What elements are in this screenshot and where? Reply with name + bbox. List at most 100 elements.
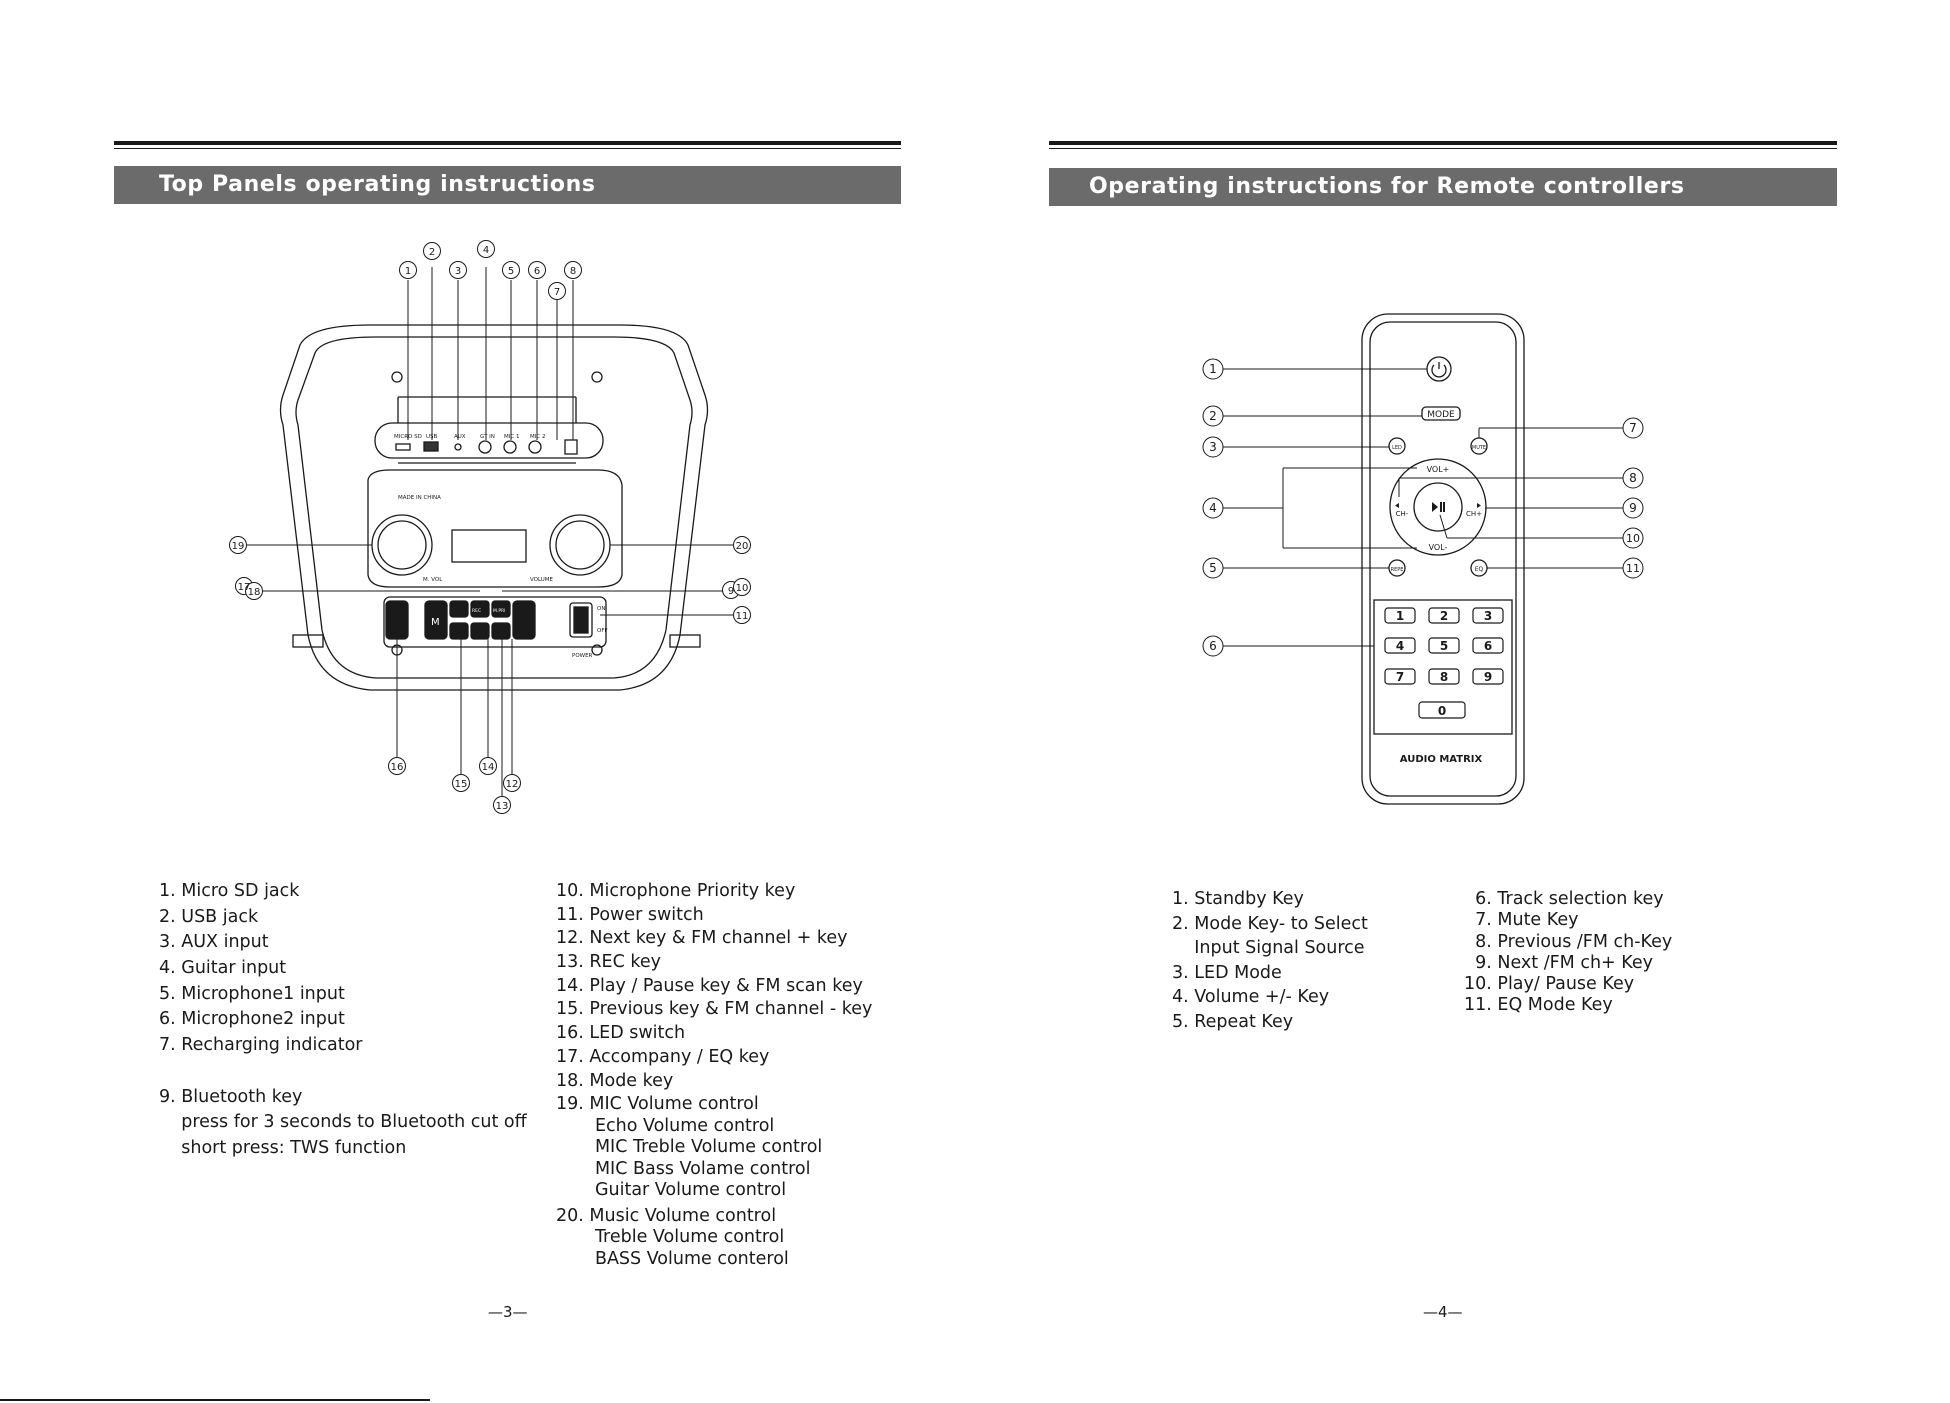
callout-3: 3: [455, 266, 461, 277]
section-title: Top Panels operating instructions: [159, 172, 596, 197]
callout-7: 7: [554, 287, 560, 298]
remote-callout-3: 3: [1209, 440, 1217, 454]
legend-item: 13. REC key: [556, 952, 662, 973]
legend-item: 9. Next /FM ch+ Key: [1464, 952, 1654, 973]
legend-item: 2. Mode Key- to Select: [1172, 913, 1368, 934]
callout-16: 16: [391, 762, 404, 773]
legend-subitem: Treble Volume control: [556, 1227, 785, 1248]
remote-callout-1: 1: [1209, 362, 1217, 376]
on-label: ON: [597, 606, 605, 612]
legend-item: 15. Previous key & FM channel - key: [556, 999, 873, 1020]
remote-callout-5: 5: [1209, 561, 1217, 575]
remote-brand-logo: AUDIO MATRIX: [1400, 754, 1483, 765]
remote-callout-6: 6: [1209, 639, 1217, 653]
legend-item: 20. Music Volume control: [556, 1205, 777, 1226]
remote-callout-7: 7: [1629, 421, 1637, 435]
panel-label-gt-in: GT IN: [480, 434, 495, 440]
mpri-button-label: M.PRI: [493, 608, 505, 614]
legend-subitem: MIC Bass Volame control: [556, 1158, 811, 1179]
callout-2: 2: [429, 247, 435, 258]
legend-item: 18. Mode key: [556, 1070, 674, 1091]
callout-12: 12: [506, 779, 519, 790]
remote-callout-10: 10: [1626, 532, 1640, 545]
remote-mode-label: MODE: [1427, 410, 1455, 420]
callout-13: 13: [496, 801, 509, 812]
remote-legend-column-1: 1. Standby Key 2. Mode Key- to Select In…: [1172, 888, 1368, 1035]
bottom-rule: [0, 1399, 430, 1401]
callout-8: 8: [570, 266, 576, 277]
key-2: 2: [1440, 609, 1448, 623]
section-header: Operating instructions for Remote contro…: [1049, 168, 1837, 206]
callout-6: 6: [534, 266, 540, 277]
remote-callout-4: 4: [1209, 501, 1217, 515]
callout-18: 18: [248, 587, 261, 598]
legend-item: 10. Play/ Pause Key: [1464, 974, 1635, 995]
key-1: 1: [1396, 609, 1404, 623]
remote-legend-column-2: 6. Track selection key 7. Mute Key 8. Pr…: [1464, 888, 1672, 1016]
key-5: 5: [1440, 639, 1448, 653]
legend-item: 5. Repeat Key: [1172, 1011, 1294, 1032]
legend-subitem: Guitar Volume control: [556, 1180, 787, 1201]
legend-item: 9. Bluetooth key: [159, 1086, 303, 1107]
legend-column-1: 1. Micro SD jack 2. USB jack 3. AUX inpu…: [159, 880, 527, 1163]
volume-label: VOLUME: [530, 577, 554, 583]
legend-item: 1. Micro SD jack: [159, 881, 300, 901]
callout-20: 20: [736, 541, 749, 552]
legend-subitem: Echo Volume control: [556, 1115, 775, 1136]
legend-subitem: short press: TWS function: [159, 1137, 407, 1158]
legend-item: 17. Accompany / EQ key: [556, 1046, 770, 1067]
power-label: POWER: [572, 653, 593, 659]
callout-5: 5: [508, 266, 514, 277]
remote-volminus-label: VOL-: [1429, 543, 1448, 552]
legend-item: 19. MIC Volume control: [556, 1094, 759, 1115]
legend-item: 8. Previous /FM ch-Key: [1464, 931, 1673, 952]
top-rule: [1049, 141, 1837, 145]
key-4: 4: [1396, 639, 1404, 653]
legend-item: 3. LED Mode: [1172, 962, 1282, 983]
callout-19: 19: [232, 541, 245, 552]
legend-subitem: BASS Volume conterol: [556, 1248, 789, 1269]
remote-callout-8: 8: [1629, 471, 1637, 485]
key-7: 7: [1396, 670, 1404, 684]
page-number: —3—: [488, 1303, 528, 1321]
legend-item: 10. Microphone Priority key: [556, 881, 796, 901]
key-8: 8: [1440, 670, 1448, 684]
legend-item: 16. LED switch: [556, 1023, 686, 1044]
legend-item: 6. Microphone2 input: [159, 1009, 345, 1030]
page-3: Top Panels operating instructions: [0, 141, 901, 1401]
mode-button-label: M: [431, 617, 440, 628]
legend-item: 4. Guitar input: [159, 958, 287, 979]
legend-item: 14. Play / Pause key & FM scan key: [556, 975, 863, 996]
panel-label-mic1: MIC 1: [504, 434, 519, 440]
legend-subitem: Input Signal Source: [1172, 938, 1365, 958]
top-rule: [114, 141, 901, 145]
callout-1: 1: [405, 266, 411, 277]
callout-14: 14: [482, 762, 495, 773]
legend-subitem: press for 3 seconds to Bluetooth cut off: [159, 1112, 527, 1133]
legend-gap: [159, 1060, 527, 1086]
callout-4: 4: [483, 245, 489, 256]
legend-item: 1. Standby Key: [1172, 889, 1304, 909]
callout-10: 10: [736, 583, 749, 594]
section-header: Top Panels operating instructions: [114, 166, 901, 204]
remote-led-label: LED: [1392, 445, 1402, 451]
off-label: OFF: [597, 628, 608, 634]
legend-item: 3. AUX input: [159, 932, 269, 953]
remote-mute-label: MUTE: [1472, 445, 1486, 451]
callout-9: 9: [728, 586, 734, 597]
top-panel-diagram: MICRO SD USB AUX GT IN MIC 1 MIC 2 MADE …: [229, 240, 751, 814]
legend-item: 11. EQ Mode Key: [1464, 995, 1613, 1016]
legend-item: 11. Power switch: [556, 904, 704, 925]
rec-button-label: REC: [472, 608, 481, 614]
legend-item: 4. Volume +/- Key: [1172, 987, 1330, 1007]
key-6: 6: [1484, 639, 1492, 653]
callout-15: 15: [455, 779, 468, 790]
key-9: 9: [1484, 670, 1492, 684]
legend-item: 7. Recharging indicator: [159, 1035, 363, 1056]
top-rule-thin: [1049, 148, 1837, 149]
remote-callout-11: 11: [1626, 562, 1640, 575]
key-3: 3: [1484, 609, 1492, 623]
remote-callout-9: 9: [1629, 501, 1637, 515]
page-number: —4—: [1423, 1303, 1463, 1321]
made-in-label: MADE IN CHINA: [398, 495, 441, 501]
